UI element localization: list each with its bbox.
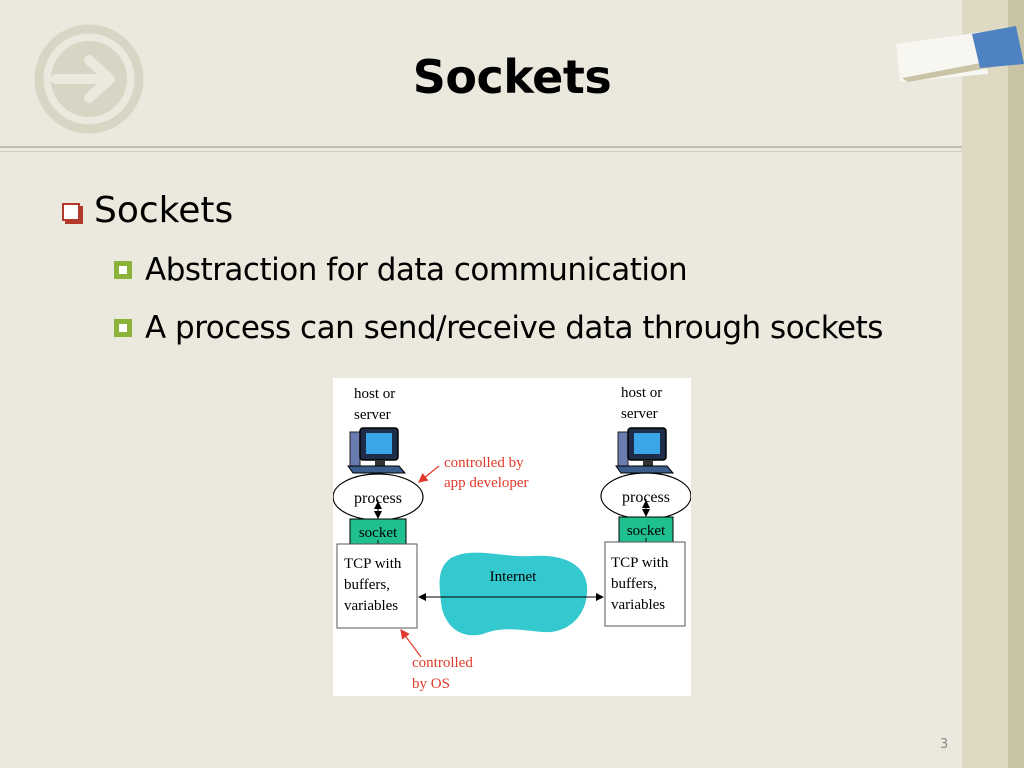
right-decor-band-dark bbox=[1008, 0, 1024, 768]
bullet-text: A process can send/receive data through … bbox=[145, 310, 883, 346]
right-tcp-label: variables bbox=[611, 597, 665, 613]
right-tcp-label: TCP with bbox=[611, 555, 669, 571]
bullet-level1: Sockets bbox=[62, 190, 233, 231]
annotation-os: controlled bbox=[412, 655, 473, 671]
left-tcp-label: TCP with bbox=[344, 556, 402, 572]
desktop-computer-icon bbox=[615, 427, 675, 474]
corner-decoration-icon bbox=[896, 26, 1024, 82]
right-host-label: host or bbox=[621, 385, 662, 401]
left-tcp-label: variables bbox=[344, 598, 398, 614]
left-process-label: process bbox=[354, 490, 402, 507]
left-host-label: host or bbox=[354, 386, 395, 402]
annotation-app-developer: controlled by bbox=[444, 455, 524, 471]
socket-diagram: host or server host or server bbox=[333, 378, 691, 696]
bullet-level2: A process can send/receive data through … bbox=[114, 310, 883, 346]
desktop-computer-icon bbox=[347, 427, 407, 474]
left-socket-label: socket bbox=[359, 525, 398, 541]
right-host-label: server bbox=[621, 406, 658, 422]
forward-arrow-circle-icon bbox=[34, 24, 144, 134]
green-square-bullet-icon bbox=[114, 261, 132, 279]
bullet-text: Sockets bbox=[94, 190, 234, 231]
bullet-text: Abstraction for data communication bbox=[145, 252, 688, 288]
bullet-level2: Abstraction for data communication bbox=[114, 252, 688, 288]
left-host-label: server bbox=[354, 407, 391, 423]
title-divider bbox=[0, 146, 962, 148]
annotation-os: by OS bbox=[412, 676, 450, 692]
right-decor-band bbox=[962, 0, 1008, 768]
right-process-label: process bbox=[622, 489, 670, 506]
right-tcp-label: buffers, bbox=[611, 576, 657, 592]
title-divider-thin bbox=[0, 151, 962, 152]
internet-label: Internet bbox=[490, 569, 537, 585]
right-socket-label: socket bbox=[627, 523, 666, 539]
green-square-bullet-icon bbox=[114, 319, 132, 337]
annotation-app-developer: app developer bbox=[444, 475, 529, 491]
slide-title: Sockets bbox=[412, 50, 612, 104]
left-tcp-label: buffers, bbox=[344, 577, 390, 593]
square-bullet-icon bbox=[62, 202, 80, 221]
page-number: 3 bbox=[940, 737, 949, 752]
